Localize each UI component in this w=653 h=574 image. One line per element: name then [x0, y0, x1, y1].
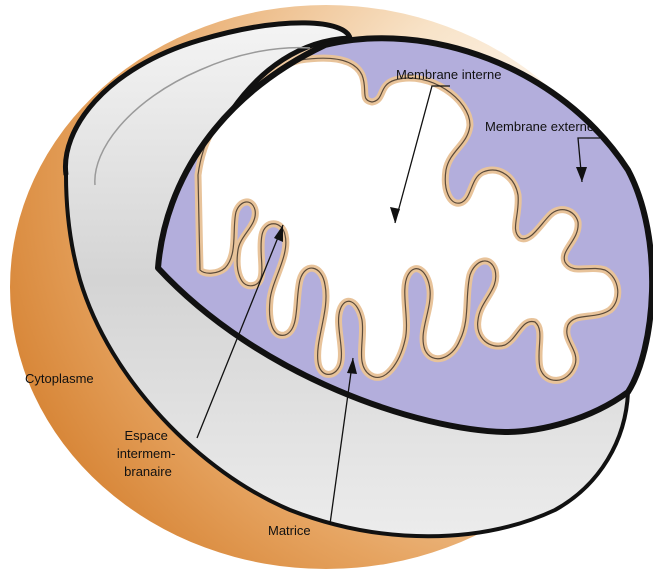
label-outer-membrane: Membrane externe — [485, 119, 594, 134]
label-matrix: Matrice — [268, 523, 311, 538]
label-intermembrane-space-line-2: intermem- — [117, 446, 176, 461]
label-intermembrane-space-line-3: branaire — [124, 464, 172, 479]
label-intermembrane-space: Espace intermem- branaire — [117, 428, 179, 479]
label-inner-membrane: Membrane interne — [396, 67, 502, 82]
label-cytoplasm: Cytoplasme — [25, 371, 94, 386]
label-intermembrane-space-line-1: Espace — [125, 428, 168, 443]
